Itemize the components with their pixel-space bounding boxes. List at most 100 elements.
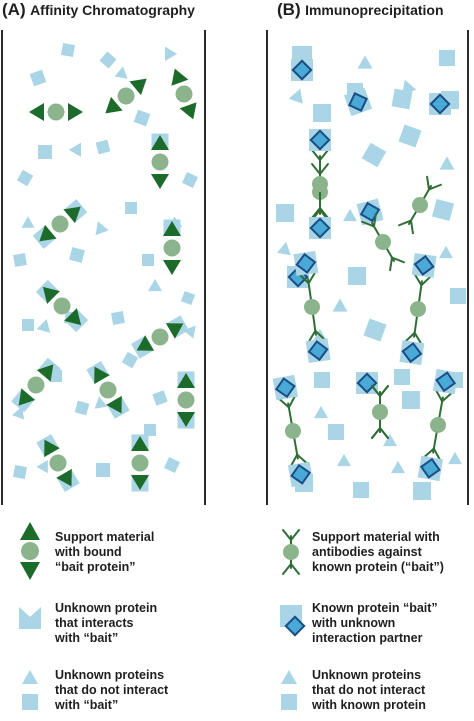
bait-arrow-up <box>94 366 110 385</box>
bait-arrow-up <box>177 373 195 388</box>
support-bead <box>412 197 428 213</box>
unknown-protein-square <box>413 482 431 500</box>
unknown-protein-square <box>164 457 180 473</box>
unknown-protein-square <box>125 202 137 214</box>
antibody-support <box>399 253 437 365</box>
bait-arrow-up <box>151 135 169 150</box>
bait-arrow-down <box>64 308 82 326</box>
support-bead <box>375 234 391 250</box>
legend-bait-arrow-down <box>20 562 40 580</box>
bait-protein-diamond <box>295 252 317 274</box>
antibody-support <box>293 251 331 363</box>
bait-protein-diamond <box>413 254 435 276</box>
antibody-support <box>272 374 314 488</box>
antibody-arm <box>296 453 308 465</box>
unknown-protein-square <box>69 247 85 263</box>
unknown-protein-triangle <box>114 66 128 79</box>
unknown-protein-triangle <box>337 453 351 467</box>
bait-support-bead <box>36 434 80 492</box>
support-bead <box>175 85 193 103</box>
bait-protein-diamond <box>309 129 331 151</box>
unknown-protein-square <box>328 424 344 440</box>
support-bead <box>51 215 69 233</box>
unknown-protein-square <box>38 145 52 159</box>
unknown-protein-square <box>133 109 151 127</box>
known-bait-protein <box>291 59 313 81</box>
bait-arrow-down <box>106 395 122 414</box>
support-bead <box>285 423 301 439</box>
bait-support-bead <box>105 78 147 114</box>
bait-arrow-down <box>39 224 57 242</box>
legend-bait-arrow-up <box>20 522 40 540</box>
bait-arrow-down <box>18 388 36 406</box>
unknown-protein-triangle <box>36 460 48 474</box>
antibody-arm <box>307 271 317 285</box>
unknown-protein-triangle <box>357 55 373 69</box>
antibody-arm <box>290 563 300 575</box>
unknown-protein-square <box>95 139 111 155</box>
unknown-protein-square <box>22 319 34 331</box>
antibody-arm <box>410 219 414 235</box>
bait-support-bead <box>131 434 149 492</box>
bait-arrow-up <box>42 286 60 304</box>
unknown-protein-square <box>276 204 294 222</box>
bait-protein-diamond <box>274 377 296 399</box>
unknown-protein-square <box>96 463 110 477</box>
antibody-arm <box>391 256 405 264</box>
panel-b-heading: Immunoprecipitation <box>305 2 444 18</box>
bait-protein-diamond <box>291 59 313 81</box>
interacting-protein-notched <box>19 607 41 629</box>
bait-protein-diamond <box>290 463 312 485</box>
support-bead <box>410 301 426 317</box>
unknown-protein-square <box>182 172 198 188</box>
antibody-arm <box>311 207 321 219</box>
antibody-arm <box>389 256 393 272</box>
legend-b-noninteracting-proteins: Unknown proteins that do not interact wi… <box>312 668 426 712</box>
legend-a-noninteracting-proteins: Unknown proteins that do not interact wi… <box>55 668 169 712</box>
antibody-support <box>398 175 442 235</box>
unknown-protein-square <box>22 694 38 710</box>
unknown-protein-square <box>13 465 27 479</box>
support-bead <box>163 239 181 257</box>
antibody-arm <box>428 183 442 191</box>
antibody-arm <box>290 529 300 541</box>
support-bead <box>47 103 65 121</box>
bait-arrow-up <box>68 103 83 121</box>
support-bead <box>177 391 195 409</box>
unknown-protein-triangle <box>94 396 108 409</box>
unknown-protein-triangle <box>288 88 303 104</box>
bait-arrow-up <box>36 364 54 382</box>
unknown-protein-triangle <box>314 405 328 419</box>
antibody-support <box>361 212 405 272</box>
antibody-arm <box>307 329 317 343</box>
unknown-protein-square <box>348 267 366 285</box>
unknown-protein-square <box>74 400 90 416</box>
unknown-protein-square <box>29 69 47 87</box>
bait-arrow-up <box>63 206 81 224</box>
bait-protein-diamond <box>401 342 423 364</box>
unknown-protein-square <box>121 351 139 369</box>
support-bead <box>151 153 169 171</box>
legend-support-bead <box>21 542 39 560</box>
bait-support-bead <box>11 357 61 413</box>
unknown-protein-triangle <box>332 298 348 312</box>
bait-protein-diamond <box>435 371 457 393</box>
bait-arrow-down <box>163 260 181 275</box>
unknown-protein-square <box>13 253 27 267</box>
antibody-arm <box>420 275 432 287</box>
immunoprecipitation-legend-symbols <box>280 529 306 710</box>
bait-arrow-up <box>44 439 60 458</box>
unknown-protein-triangle <box>402 79 417 95</box>
bait-arrow-up <box>171 68 189 86</box>
antibody-arm <box>379 385 389 397</box>
support-bead <box>283 544 299 560</box>
bait-arrow-up <box>129 78 147 96</box>
unknown-protein-triangle <box>277 241 291 256</box>
affinity-column <box>1 30 206 505</box>
antibody-arm <box>311 149 321 161</box>
unknown-protein-square <box>16 169 34 187</box>
unknown-protein-square <box>394 369 410 385</box>
unknown-protein-square <box>363 318 387 342</box>
immunoprecipitation-column <box>266 30 469 505</box>
support-bead <box>49 454 67 472</box>
